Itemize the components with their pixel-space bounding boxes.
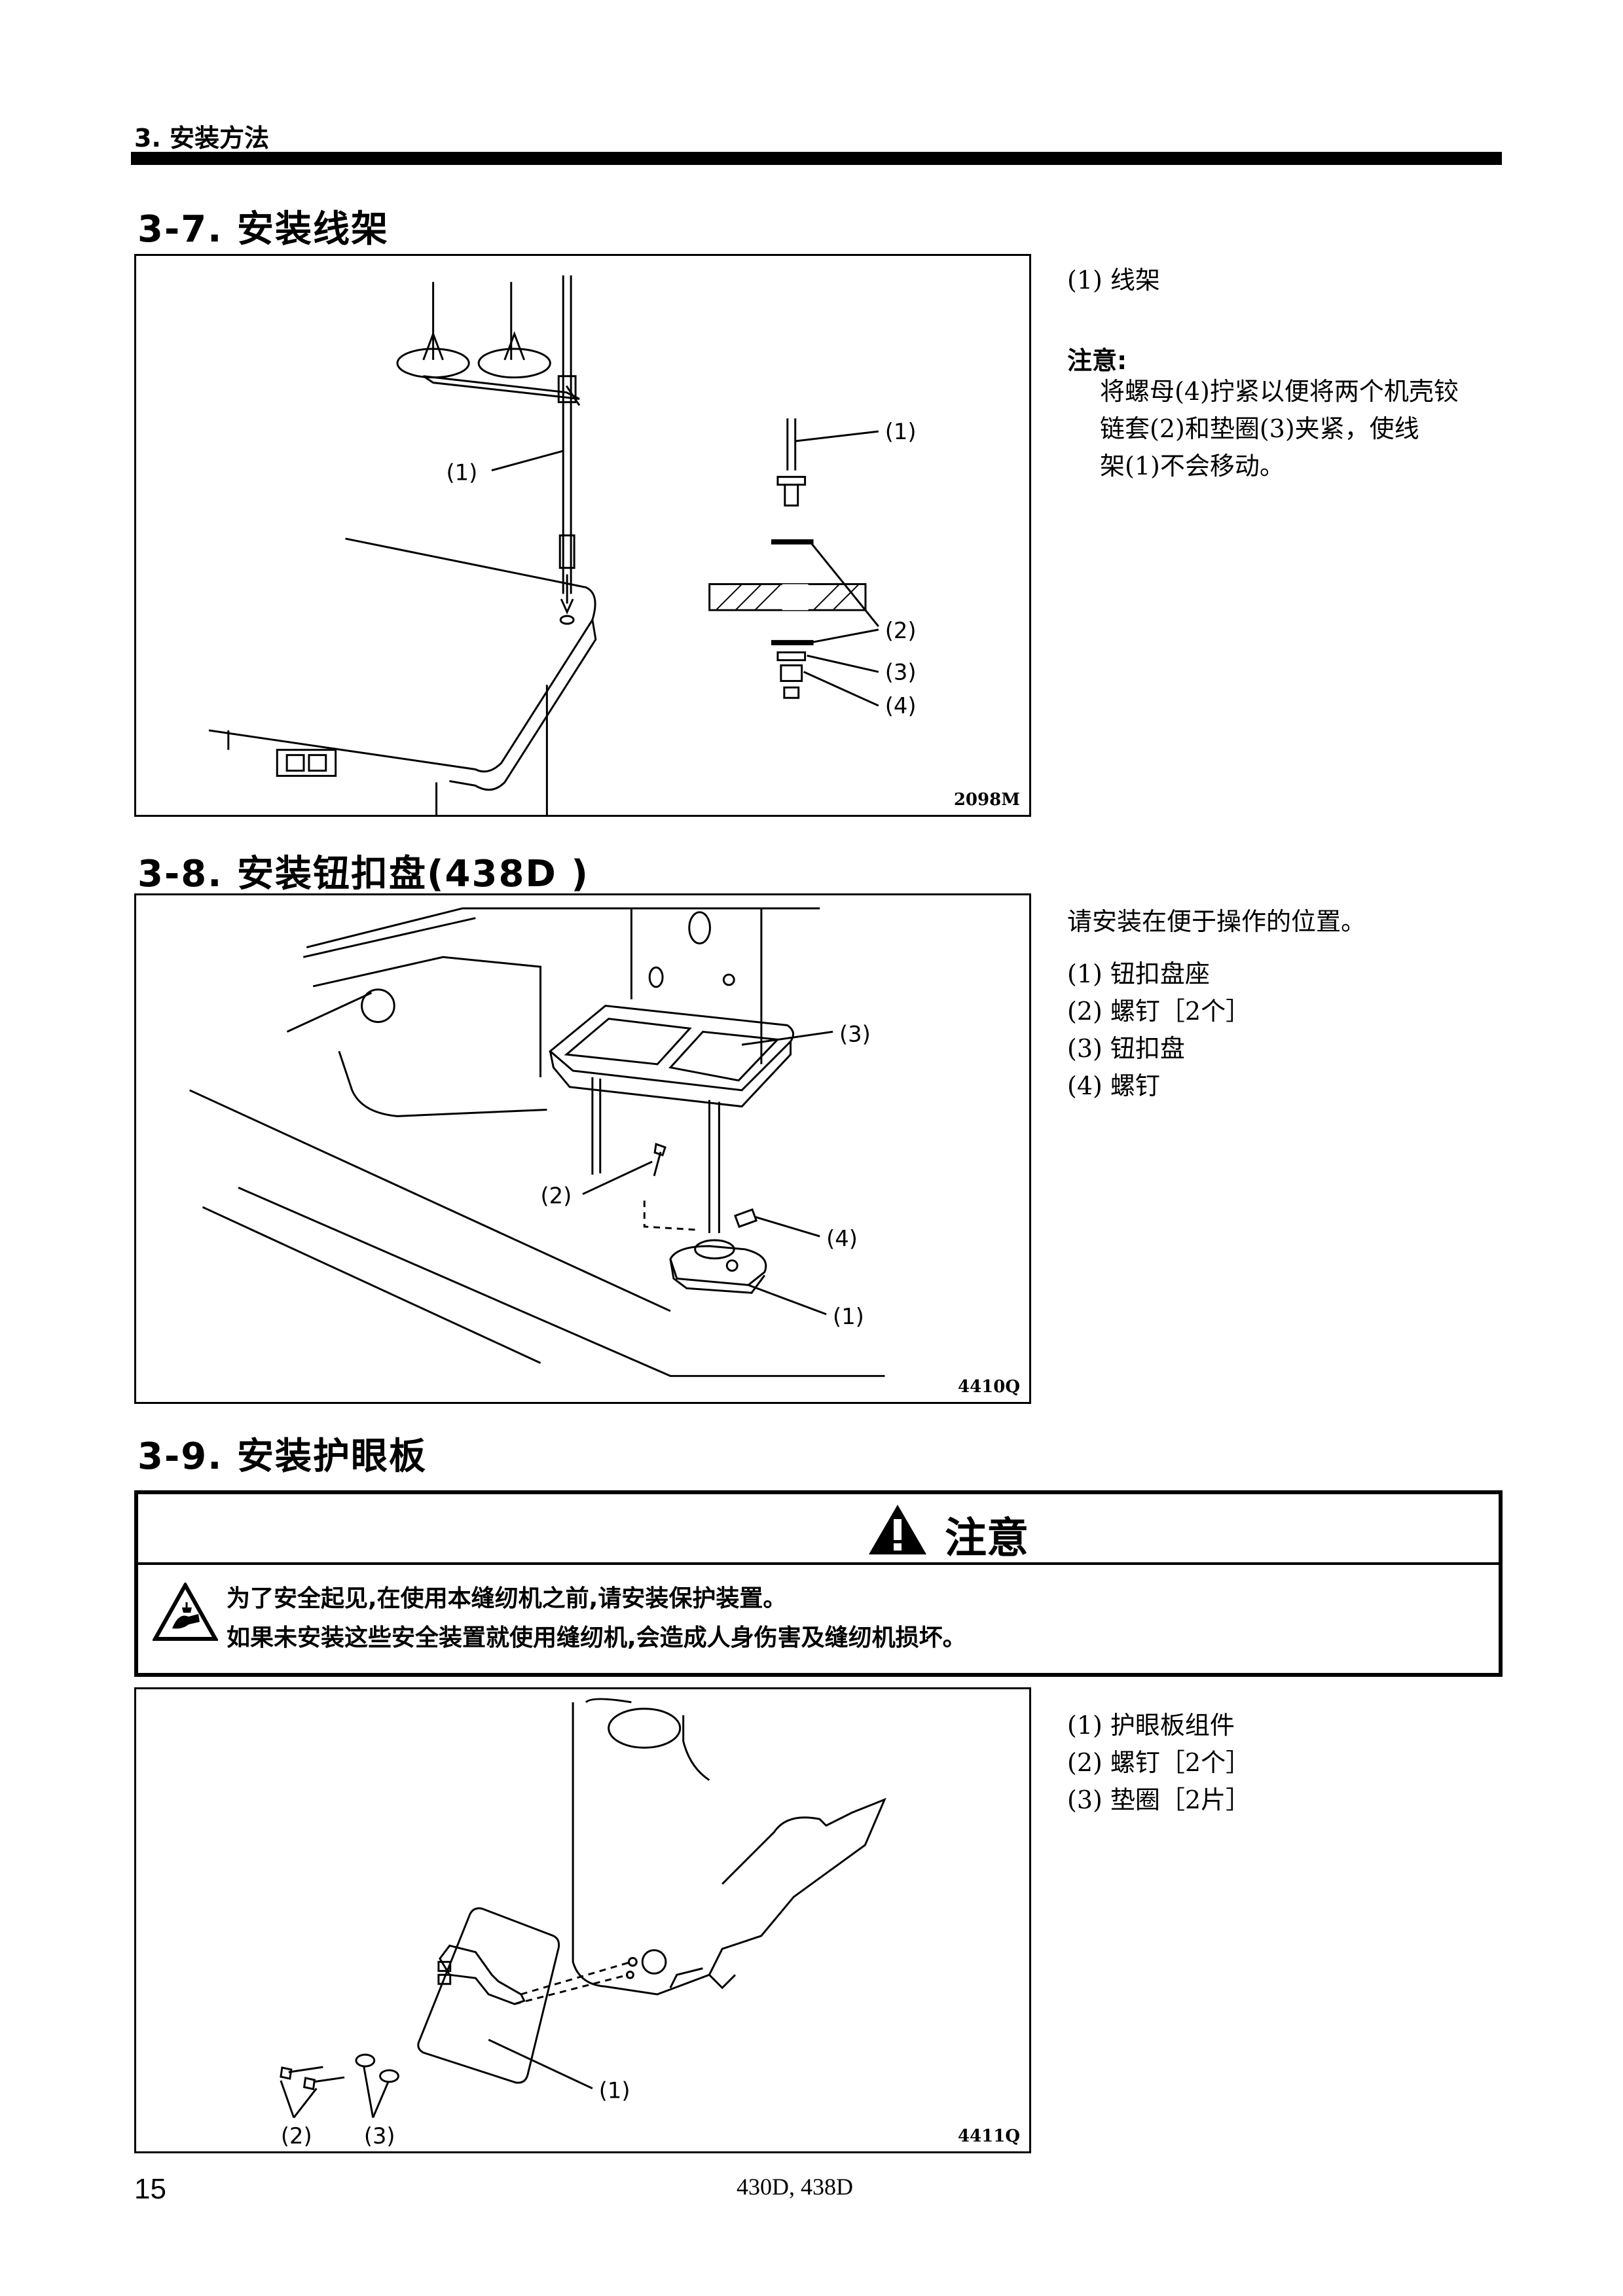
callout-1: (1) bbox=[833, 1304, 864, 1329]
part-item: (4) 螺钉 bbox=[1067, 1071, 1160, 1100]
intro-3-8: 请安装在便于操作的位置。 bbox=[1067, 907, 1366, 936]
button-tray-illustration: (3) (2) (4) (1) bbox=[189, 907, 885, 1377]
note-line: 链套(2)和垫圈(3)夹紧，使线 bbox=[1100, 414, 1419, 443]
callout-2: (2) bbox=[541, 1183, 572, 1208]
callout-3: (3) bbox=[839, 1021, 871, 1047]
part-item: (1) 护眼板组件 bbox=[1067, 1711, 1235, 1740]
callout-1: (1) bbox=[599, 2078, 630, 2104]
note-body: 将螺母(4)拧紧以便将两个机壳铰 链套(2)和垫圈(3)夹紧，使线 架(1)不会… bbox=[1067, 373, 1459, 485]
warning-triangle-icon bbox=[869, 1505, 926, 1554]
hand-injury-warning-icon bbox=[153, 1583, 218, 1641]
callout-2: (2) bbox=[885, 618, 917, 643]
caution-box: 注意 为了安全起见,在使用本缝纫机之前,请安装保护装置。 如果未安装这些安全装置… bbox=[134, 1490, 1503, 1677]
header-rule bbox=[131, 152, 1502, 165]
figure-code: 4410Q bbox=[957, 1377, 1020, 1397]
section-title-3-7: 3-7. 安装线架 bbox=[137, 208, 389, 251]
callout-3: (3) bbox=[885, 659, 917, 685]
running-header: 3. 安装方法 bbox=[134, 124, 270, 152]
part-item: (1) 线架 bbox=[1067, 266, 1160, 295]
parts-list-3-9: (1) 护眼板组件 (2) 螺钉［2个］ (3) 垫圈［2片］ bbox=[1067, 1707, 1250, 1819]
parts-list-3-7: (1) 线架 bbox=[1067, 262, 1160, 299]
caution-title: 注意 bbox=[945, 1515, 1029, 1563]
callout-3: (3) bbox=[364, 2123, 395, 2149]
figure-eye-guard: (1) (2) (3) 4411Q bbox=[134, 1687, 1031, 2153]
callout-2: (2) bbox=[281, 2123, 312, 2149]
eye-guard-illustration: (1) (2) (3) bbox=[280, 1698, 886, 2149]
figure-code: 4411Q bbox=[957, 2126, 1020, 2146]
section-title-3-9: 3-9. 安装护眼板 bbox=[137, 1435, 427, 1478]
thread-stand-illustration: (1) (1) (2) (3) (4) bbox=[208, 275, 917, 815]
callout-1-right: (1) bbox=[885, 419, 917, 444]
figure-code: 2098M bbox=[953, 790, 1020, 810]
figure-button-tray: (3) (2) (4) (1) 4410Q bbox=[134, 893, 1031, 1404]
model-name: 430D, 438D bbox=[737, 2174, 853, 2200]
part-item: (1) 钮扣盘座 bbox=[1067, 960, 1210, 988]
parts-list-3-8: (1) 钮扣盘座 (2) 螺钉［2个］ (3) 钮扣盘 (4) 螺钉 bbox=[1067, 956, 1250, 1105]
figure-thread-stand: (1) (1) (2) (3) (4) 2098M bbox=[134, 254, 1031, 817]
caution-header: 注意 bbox=[138, 1494, 1499, 1565]
part-item: (2) 螺钉［2个］ bbox=[1067, 1748, 1251, 1777]
caution-line: 为了安全起见,在使用本缝纫机之前,请安装保护装置。 bbox=[227, 1585, 787, 1612]
caution-line: 如果未安装这些安全装置就使用缝纫机,会造成人身伤害及缝纫机损坏。 bbox=[227, 1624, 966, 1651]
callout-1-left: (1) bbox=[446, 460, 477, 486]
section-title-3-8: 3-8. 安装钮扣盘(438D ) bbox=[137, 853, 590, 895]
note-heading: 注意: bbox=[1067, 346, 1127, 375]
part-item: (3) 垫圈［2片］ bbox=[1067, 1785, 1251, 1814]
note-line: 架(1)不会移动。 bbox=[1100, 452, 1285, 480]
part-item: (3) 钮扣盘 bbox=[1067, 1034, 1185, 1063]
page-number: 15 bbox=[134, 2173, 166, 2205]
note-line: 将螺母(4)拧紧以便将两个机壳铰 bbox=[1100, 377, 1459, 406]
part-item: (2) 螺钉［2个］ bbox=[1067, 997, 1251, 1026]
callout-4: (4) bbox=[885, 693, 917, 719]
callout-4: (4) bbox=[826, 1226, 858, 1251]
